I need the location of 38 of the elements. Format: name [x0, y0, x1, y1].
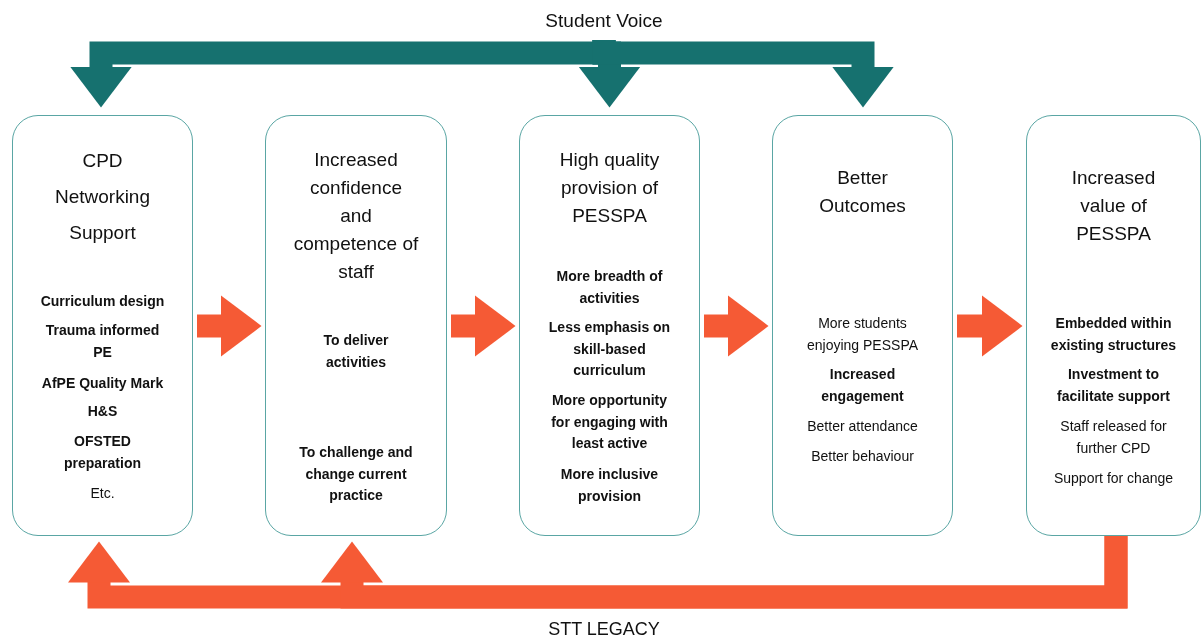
arrow — [451, 295, 516, 357]
bullet-text: H&S — [86, 402, 119, 421]
stage-heading: High quality provision of PESSPA — [558, 148, 661, 228]
loop-label: STT LEGACY — [548, 619, 660, 640]
stage-heading: Increased value of PESSPA — [1070, 166, 1157, 246]
arrow — [592, 40, 894, 108]
bullet-text: OFSTED preparation — [63, 432, 142, 473]
stage-heading: CPD Networking Support — [53, 149, 151, 245]
bullet-text: To challenge and change current practice — [298, 443, 414, 505]
bullet-text: Staff released for further CPD — [1059, 417, 1168, 458]
stage-heading: Better Outcomes — [818, 166, 907, 218]
bullet-text: Better attendance — [806, 417, 919, 436]
arrow — [321, 536, 1128, 609]
bullet-text: More students enjoying PESSPA — [806, 314, 919, 355]
stage-box — [12, 115, 193, 536]
bullet-text: AfPE Quality Mark — [40, 374, 165, 393]
bullet-text: To deliver activities — [322, 331, 390, 372]
bullet-text: Less emphasis on skill-based curriculum — [547, 318, 672, 380]
bullet-text: Embedded within existing structures — [1049, 314, 1178, 355]
bullet-text: Increased engagement — [820, 365, 905, 406]
bullet-text: Support for change — [1052, 469, 1175, 488]
arrow-source-label: Student Voice — [504, 10, 704, 36]
stage-box — [519, 115, 700, 536]
bullet-text: Curriculum design — [39, 292, 166, 311]
bullet-text: Etc. — [89, 484, 116, 503]
bullet-text: More opportunity for engaging with least active — [550, 391, 669, 453]
arrow — [957, 295, 1023, 357]
bullet-text: More inclusive provision — [559, 465, 660, 506]
arrow — [704, 295, 769, 357]
stage-box — [265, 115, 447, 536]
bullet-text: Investment to facilitate support — [1056, 365, 1171, 406]
bullet-text: Better behaviour — [810, 447, 915, 466]
bullet-text: More breadth of activities — [555, 267, 664, 308]
stage-box — [1026, 115, 1201, 536]
stage-heading: Increased confidence and competence of staff — [292, 148, 420, 284]
arrow — [197, 295, 262, 357]
stage-box — [772, 115, 953, 536]
bullet-text: Trauma informed PE — [44, 321, 161, 362]
